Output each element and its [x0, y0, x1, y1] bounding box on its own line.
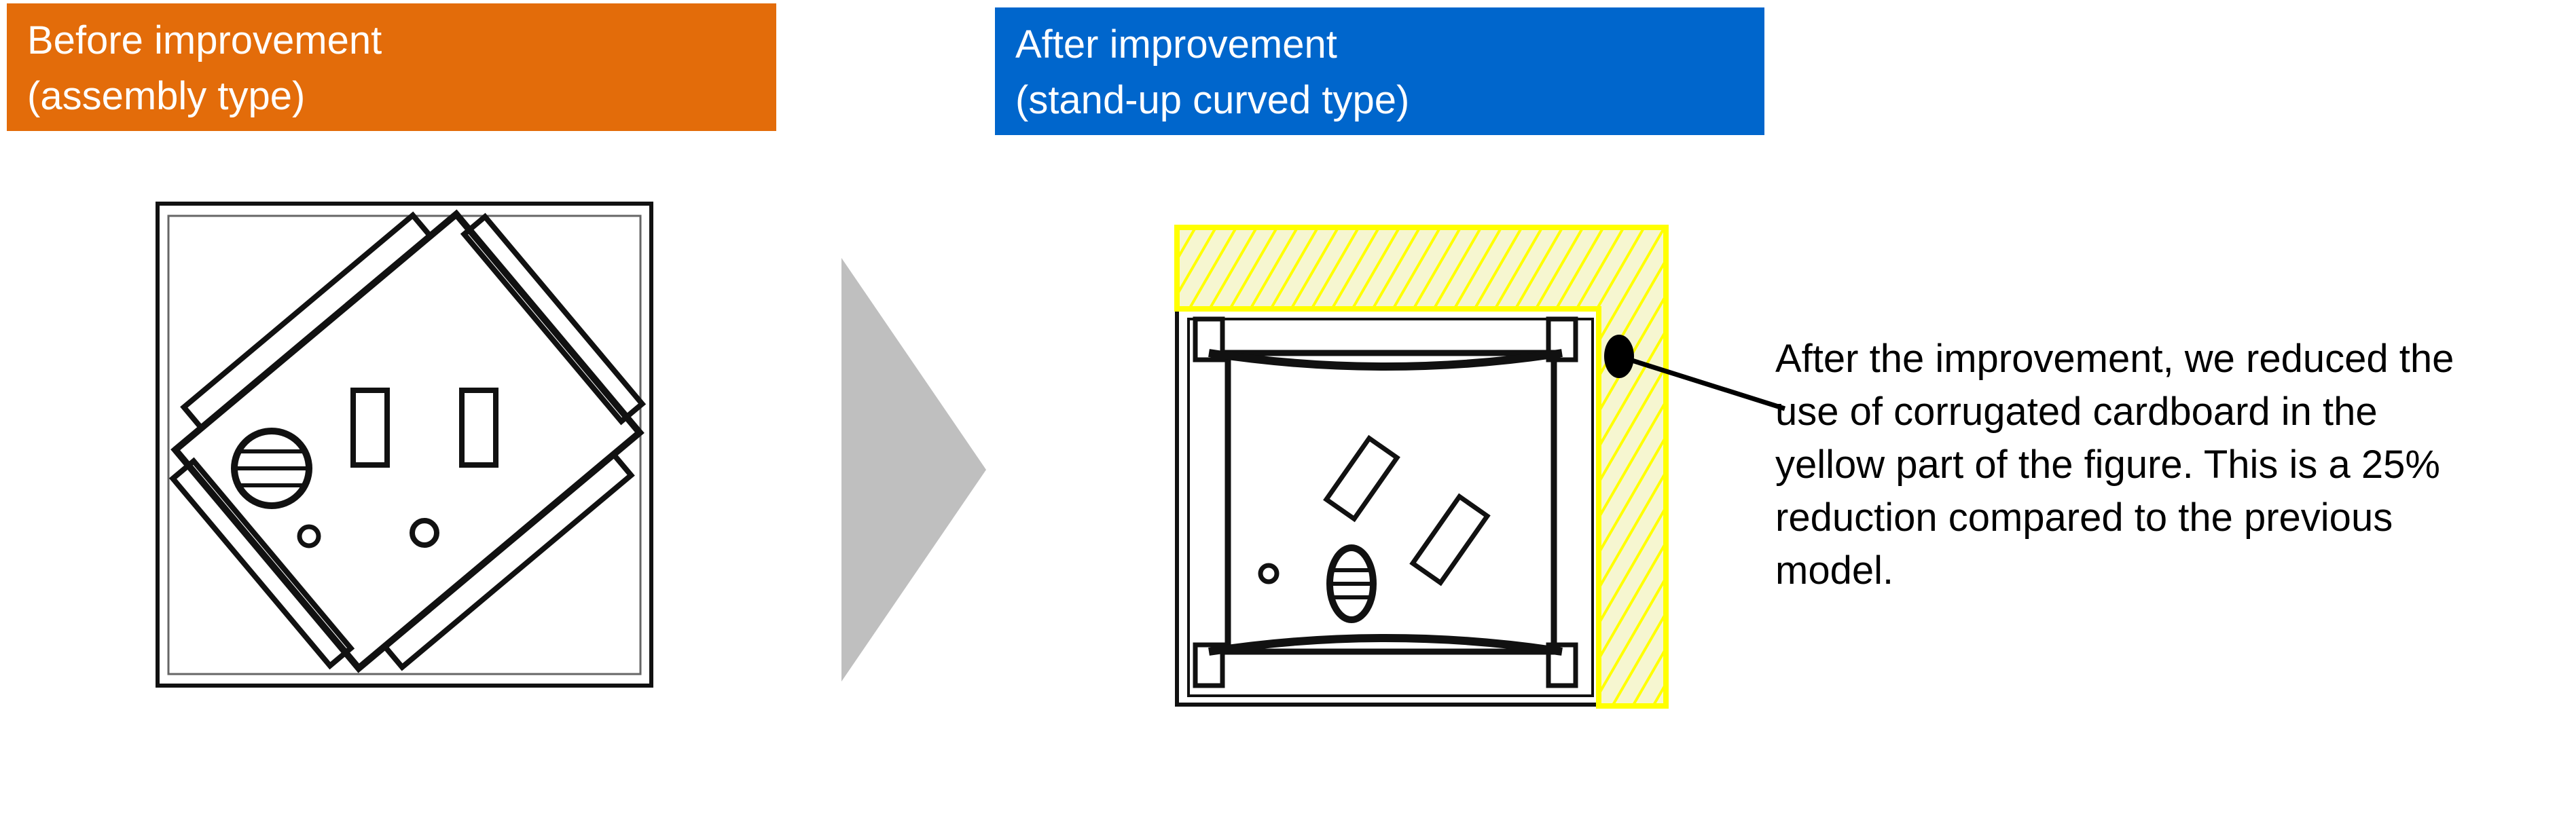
before-title-line2: (assembly type) [27, 74, 306, 118]
note-line: model. [1775, 548, 1894, 593]
after-packaging-drawing [1175, 307, 1600, 707]
after-improvement-header: After improvement (stand-up curved type) [995, 7, 1764, 135]
before-improvement-header: Before improvement (assembly type) [7, 3, 776, 131]
after-title-line2: (stand-up curved type) [1015, 78, 1410, 122]
after-title-line1: After improvement [1015, 22, 1337, 67]
before-packaging-drawing [156, 202, 653, 688]
note-line: yellow part of the figure. This is a 25% [1775, 443, 2440, 487]
reduced-cardboard-highlight [1174, 225, 1669, 709]
improvement-note: After the improvement, we reduced the us… [1775, 333, 2454, 597]
note-line: After the improvement, we reduced the [1775, 337, 2454, 381]
note-line: use of corrugated cardboard in the [1775, 390, 2378, 434]
note-line: reduction compared to the previous [1775, 496, 2393, 540]
callout-pointer [1604, 335, 1786, 411]
before-title-line1: Before improvement [27, 18, 382, 62]
arrow-right-icon [841, 258, 986, 682]
